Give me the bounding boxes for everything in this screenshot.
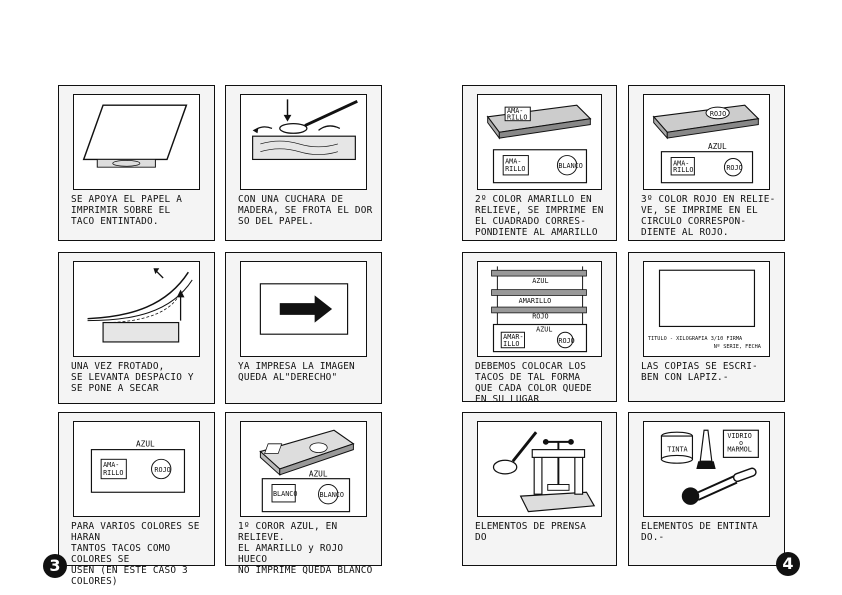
label-azul: AZUL	[309, 470, 328, 479]
label-blanco: BLANCO	[558, 162, 582, 170]
label-amarillo: AMA-	[103, 461, 119, 469]
panel-copies-pencil: TITULO - XILOGRAFIA 3/10 FIRMA Nº SERIE,…	[628, 252, 785, 402]
label-blanco: BLANCO	[273, 490, 297, 498]
panel-caption: SE APOYA EL PAPEL A IMPRIMIR SOBRE EL TA…	[71, 194, 183, 227]
panel-first-color-blue: AZUL BLANCO BLANCO 1º COROR AZUL, EN REL…	[225, 412, 382, 576]
page-number: 4	[776, 552, 800, 576]
illustration	[73, 261, 200, 357]
illustration	[240, 94, 367, 190]
label-vidrio: VIDRIO	[727, 432, 751, 440]
panel-caption: ELEMENTOS DE ENTINTA DO.-	[641, 521, 758, 543]
panel-third-color-red: ROJO AZUL AMA- RILLO ROJO 3º COLOR ROJO …	[628, 85, 785, 241]
label-rojo: ROJO	[558, 337, 574, 345]
svg-text:RILLO: RILLO	[673, 166, 693, 174]
panel-caption: UNA VEZ FROTADO, SE LEVANTA DESPACIO Y S…	[71, 361, 194, 394]
label-rojo-mid: ROJO	[532, 313, 548, 321]
print-annotation-line2: Nº SERIE, FECHA	[714, 344, 762, 350]
page-number: 3	[43, 554, 67, 578]
panel-caption: CON UNA CUCHARA DE MADERA, SE FROTA EL D…	[238, 194, 373, 227]
label-blanco: BLANCO	[319, 491, 343, 499]
spoon-rubbing-drawing	[252, 99, 358, 161]
panel-image-right-way: YA IMPRESA LA IMAGEN QUEDA AL"DERECHO"	[225, 252, 382, 404]
panel-press-elements: ELEMENTOS DE PRENSA DO	[462, 412, 617, 566]
label-amarillo-small: AMAR-	[503, 333, 523, 341]
panel-inking-elements: TINTA VIDRIO o MARMOL ELEMENTOS DE ENTIN…	[628, 412, 785, 566]
illustration: ROJO AZUL AMA- RILLO ROJO	[643, 94, 770, 190]
panel-caption: YA IMPRESA LA IMAGEN QUEDA AL"DERECHO"	[238, 361, 355, 383]
illustration	[477, 421, 602, 517]
panel-lift-to-dry: UNA VEZ FROTADO, SE LEVANTA DESPACIO Y S…	[58, 252, 215, 404]
label-azul: AZUL	[536, 325, 552, 333]
panel-place-blocks: AZUL AMARILLO ROJO AZUL AMAR- ILLO ROJO …	[462, 252, 617, 405]
svg-text:RILLO: RILLO	[103, 469, 123, 477]
panel-caption: 3º COLOR ROJO EN RELIE- VE, SE IMPRIME E…	[641, 194, 776, 238]
label-rojo: ROJO	[154, 466, 170, 474]
panel-caption: ELEMENTOS DE PRENSA DO	[475, 521, 587, 543]
illustration: TINTA VIDRIO o MARMOL	[643, 421, 770, 517]
panel-rub-with-spoon: CON UNA CUCHARA DE MADERA, SE FROTA EL D…	[225, 85, 382, 241]
yellow-block-drawing: AMA- RILLO AMA- RILLO BLANCO	[486, 104, 592, 184]
svg-text:ILLO: ILLO	[503, 340, 519, 348]
paper-on-block-drawing	[82, 104, 188, 168]
illustration	[240, 261, 367, 357]
label-azul: AZUL	[136, 440, 155, 449]
svg-text:o: o	[739, 439, 743, 447]
illustration: AZUL AMARILLO ROJO AZUL AMAR- ILLO ROJO	[477, 261, 602, 357]
label-rojo: ROJO	[726, 164, 742, 172]
label-amarillo: AMA-	[505, 157, 521, 165]
label-tinta: TINTA	[667, 446, 687, 454]
label-amarillo-block: AMA-	[507, 107, 523, 115]
panel-caption: LAS COPIAS SE ESCRI- BEN CON LAPIZ.-	[641, 361, 758, 383]
registration-drawing: AZUL AMARILLO ROJO AZUL AMAR- ILLO ROJO	[491, 266, 588, 353]
panel-paper-on-block: SE APOYA EL PAPEL A IMPRIMIR SOBRE EL TA…	[58, 85, 215, 241]
panel-caption: 2º COLOR AMARILLO EN RELIEVE, SE IMPRIME…	[475, 194, 604, 238]
label-rojo-block: ROJO	[710, 110, 726, 118]
inking-tools-drawing: TINTA VIDRIO o MARMOL	[660, 429, 759, 505]
print-annotation-line1: TITULO - XILOGRAFIA 3/10 FIRMA	[648, 336, 743, 342]
signed-print-drawing: TITULO - XILOGRAFIA 3/10 FIRMA Nº SERIE,…	[648, 269, 762, 350]
red-block-drawing: ROJO AZUL AMA- RILLO ROJO	[652, 104, 760, 184]
illustration: AMA- RILLO AMA- RILLO BLANCO	[477, 94, 602, 190]
illustration: TITULO - XILOGRAFIA 3/10 FIRMA Nº SERIE,…	[643, 261, 770, 357]
illustration: AZUL AMA- RILLO ROJO	[73, 421, 200, 517]
illustration	[73, 94, 200, 190]
label-azul: AZUL	[708, 142, 727, 151]
color-block-drawing: AZUL AMA- RILLO ROJO	[90, 440, 186, 493]
panel-caption: 1º COROR AZUL, EN RELIEVE. EL AMARILLO y…	[238, 521, 373, 576]
panel-caption: PARA VARIOS COLORES SE HARAN TANTOS TACO…	[71, 521, 200, 587]
svg-text:MARMOL: MARMOL	[727, 446, 751, 454]
lifting-paper-drawing	[87, 268, 193, 343]
label-amarillo: AMA-	[673, 159, 689, 167]
svg-text:RILLO: RILLO	[505, 165, 525, 173]
arrow-print-drawing	[259, 283, 349, 335]
svg-text:RILLO: RILLO	[507, 114, 527, 122]
press-tools-drawing	[492, 431, 596, 513]
blue-block-drawing: AZUL BLANCO BLANCO	[259, 429, 355, 513]
panel-several-colors: AZUL AMA- RILLO ROJO PARA VARIOS COLORES…	[58, 412, 215, 587]
panel-caption: DEBEMOS COLOCAR LOS TACOS DE TAL FORMA Q…	[475, 361, 592, 405]
illustration: AZUL BLANCO BLANCO	[240, 421, 367, 517]
panel-second-color-yellow: AMA- RILLO AMA- RILLO BLANCO 2º COLOR AM…	[462, 85, 617, 241]
label-amarillo: AMARILLO	[519, 297, 552, 305]
label-azul-top: AZUL	[532, 277, 548, 285]
